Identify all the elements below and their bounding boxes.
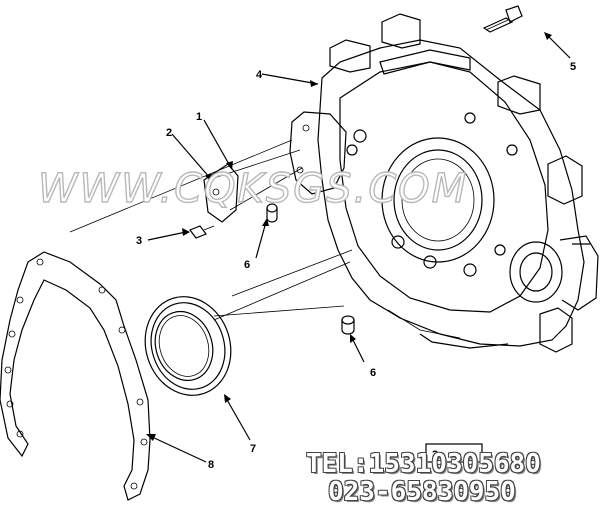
screw-3: [189, 225, 215, 239]
callout-6-upper: 6: [244, 259, 250, 271]
flywheel-housing: [289, 13, 599, 353]
phone-watermark-2: 023-65830950: [328, 477, 516, 507]
callout-5: 5: [570, 61, 576, 73]
callout-8: 8: [208, 459, 214, 471]
callout-1: 1: [196, 111, 202, 123]
callout-leaders: [146, 32, 571, 463]
callout-2: 2: [166, 127, 172, 139]
drawing-code-text: 3: [432, 449, 438, 461]
callout-3: 3: [136, 235, 142, 247]
phone-watermark: TEL:15310305680: [306, 449, 541, 479]
drawing-code-box: 3: [425, 443, 483, 463]
crankshaft-seal-7: [144, 296, 232, 396]
gasket-8: [0, 251, 151, 501]
callout-6-lower: 6: [370, 367, 376, 379]
website-watermark: WWW.CQKSGS.COM: [38, 166, 468, 212]
alignment-lines: [69, 139, 353, 321]
callout-4: 4: [256, 69, 263, 81]
dowel-pin-6-lower: [341, 315, 355, 335]
cap-screw-5: [482, 5, 523, 33]
callout-7: 7: [250, 443, 256, 455]
